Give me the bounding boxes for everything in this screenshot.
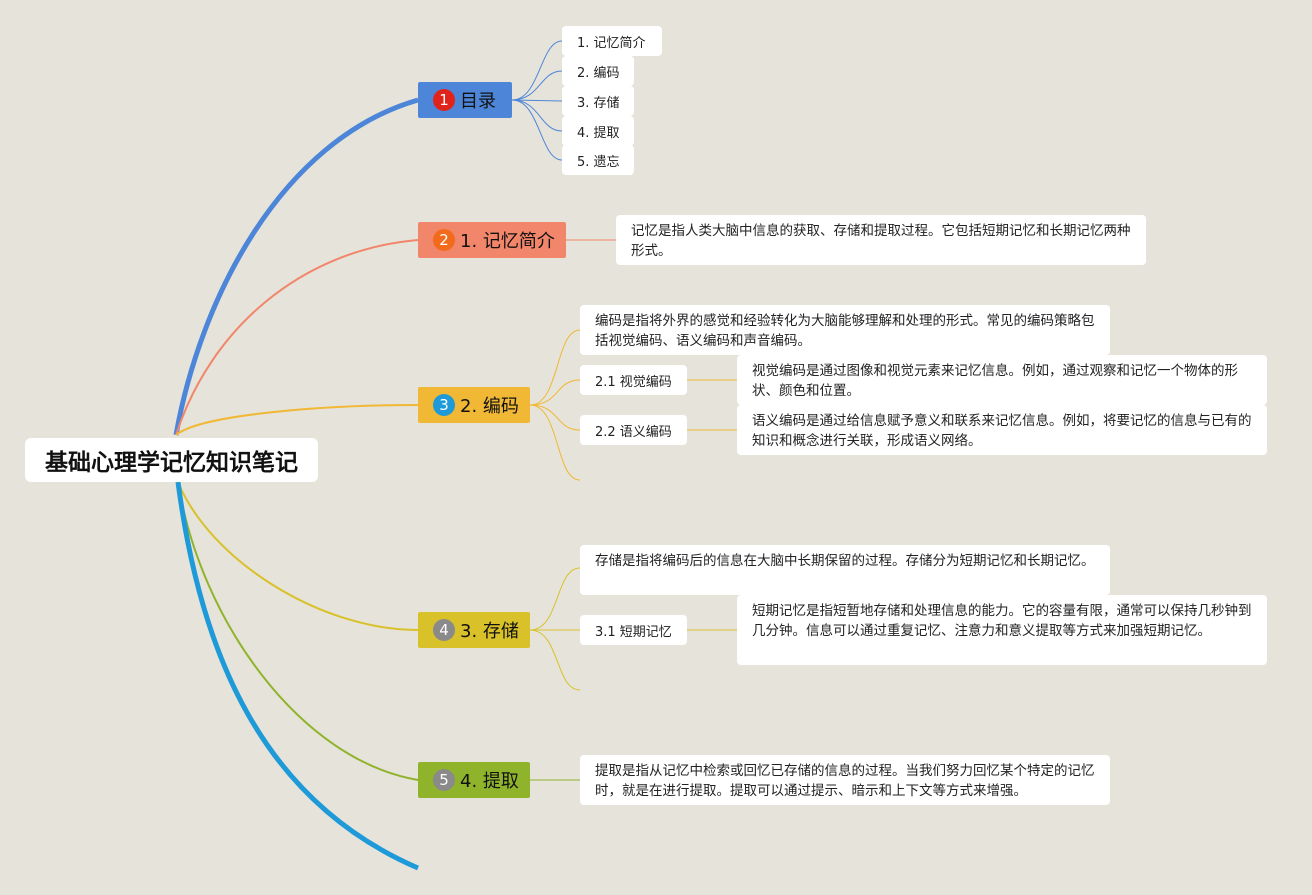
toc-item-encoding[interactable]: 2. 编码 bbox=[562, 56, 634, 86]
connector-storage-items bbox=[529, 567, 737, 691]
branch-toc-label: 目录 bbox=[460, 91, 496, 112]
branch-storage-label: 3. 存储 bbox=[460, 621, 519, 642]
connector-root-storage bbox=[177, 481, 419, 631]
visual-encoding-description[interactable]: 视觉编码是通过图像和视觉元素来记忆信息。例如，通过观察和记忆一个物体的形状、颜色… bbox=[737, 355, 1267, 405]
branch-encoding[interactable]: 3 2. 编码 bbox=[418, 387, 530, 423]
storage-description[interactable]: 存储是指将编码后的信息在大脑中长期保留的过程。存储分为短期记忆和长期记忆。 bbox=[580, 545, 1110, 595]
encoding-sub-visual[interactable]: 2.1 视觉编码 bbox=[580, 365, 687, 395]
badge-number-icon: 1 bbox=[433, 89, 455, 111]
branch-intro[interactable]: 2 1. 记忆简介 bbox=[418, 222, 566, 258]
branch-toc[interactable]: 1 目录 bbox=[418, 82, 512, 118]
encoding-description[interactable]: 编码是指将外界的感觉和经验转化为大脑能够理解和处理的形式。常见的编码策略包括视觉… bbox=[580, 305, 1110, 355]
branch-retrieval-label: 4. 提取 bbox=[460, 771, 519, 792]
branch-encoding-label: 2. 编码 bbox=[460, 396, 519, 417]
intro-description[interactable]: 记忆是指人类大脑中信息的获取、存储和提取过程。它包括短期记忆和长期记忆两种形式。 bbox=[616, 215, 1146, 265]
connector-root-intro bbox=[175, 239, 419, 436]
toc-item-storage[interactable]: 3. 存储 bbox=[562, 86, 634, 116]
badge-number-icon: 4 bbox=[433, 619, 455, 641]
connector-toc-items bbox=[511, 40, 563, 161]
toc-item-retrieval[interactable]: 4. 提取 bbox=[562, 116, 634, 146]
branch-intro-label: 1. 记忆简介 bbox=[460, 231, 555, 252]
toc-item-intro[interactable]: 1. 记忆简介 bbox=[562, 26, 662, 56]
connector-root-toc bbox=[173, 97, 419, 436]
badge-number-icon: 3 bbox=[433, 394, 455, 416]
connector-encoding-items bbox=[529, 329, 737, 481]
root-topic[interactable]: 基础心理学记忆知识笔记 bbox=[25, 438, 318, 482]
semantic-encoding-description[interactable]: 语义编码是通过给信息赋予意义和联系来记忆信息。例如，将要记忆的信息与已有的知识和… bbox=[737, 405, 1267, 455]
toc-item-forgetting[interactable]: 5. 遗忘 bbox=[562, 145, 634, 175]
badge-number-icon: 2 bbox=[433, 229, 455, 251]
short-term-memory-description[interactable]: 短期记忆是指短暂地存储和处理信息的能力。它的容量有限，通常可以保持几秒钟到几分钟… bbox=[737, 595, 1267, 665]
connector-root-forgetting bbox=[175, 481, 419, 871]
connector-root-encoding bbox=[175, 404, 419, 436]
retrieval-description[interactable]: 提取是指从记忆中检索或回忆已存储的信息的过程。当我们努力回忆某个特定的记忆时，就… bbox=[580, 755, 1110, 805]
encoding-sub-semantic[interactable]: 2.2 语义编码 bbox=[580, 415, 687, 445]
badge-number-icon: 5 bbox=[433, 769, 455, 791]
branch-storage[interactable]: 4 3. 存储 bbox=[418, 612, 530, 648]
root-title: 基础心理学记忆知识笔记 bbox=[45, 450, 298, 476]
branch-retrieval[interactable]: 5 4. 提取 bbox=[418, 762, 530, 798]
storage-sub-short-term[interactable]: 3.1 短期记忆 bbox=[580, 615, 687, 645]
connector-root-retrieval bbox=[177, 481, 419, 781]
